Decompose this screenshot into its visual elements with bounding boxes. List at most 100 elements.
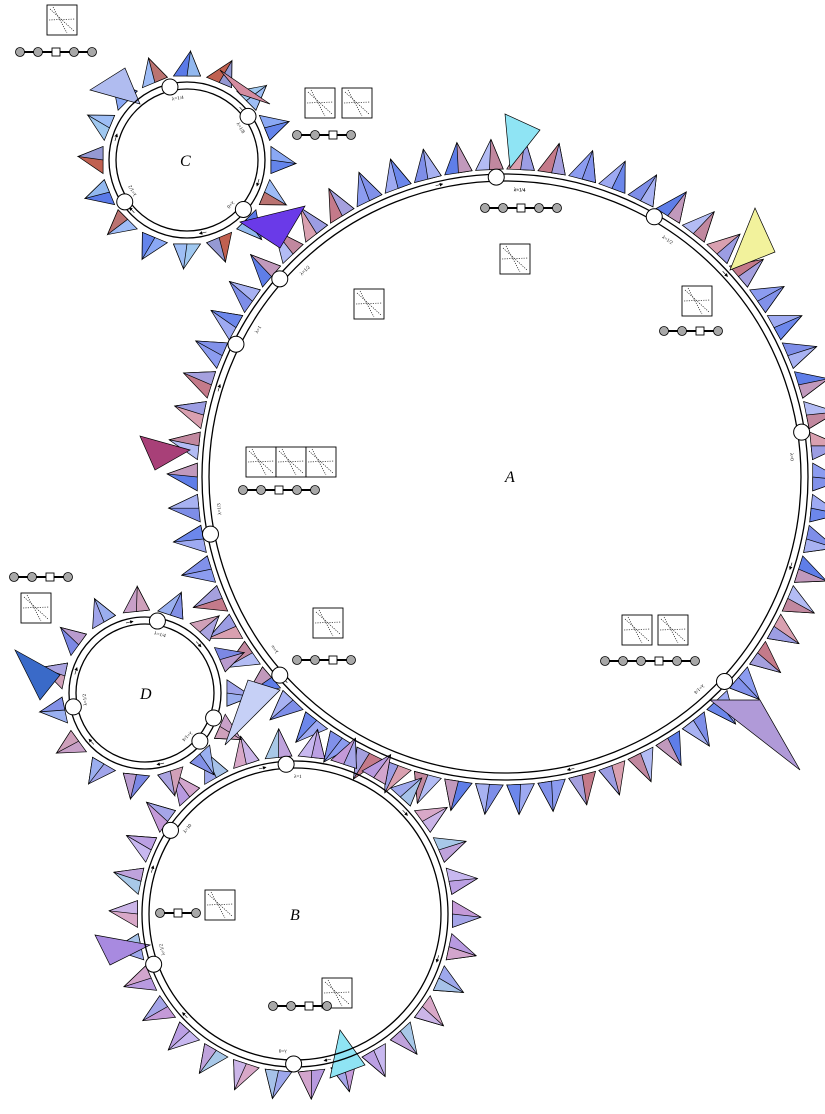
- ring-node: [64, 698, 82, 716]
- triangle-shade: [452, 913, 482, 928]
- triangle-shade: [716, 233, 741, 265]
- triangle-shade: [475, 783, 490, 815]
- inset-dotted-lines: [206, 891, 234, 919]
- large-polytope: [89, 67, 141, 105]
- cycle-label-C: C: [180, 153, 191, 170]
- triangle-shade: [183, 371, 217, 386]
- direction-arrow: [217, 383, 221, 392]
- chain-box: [51, 47, 61, 57]
- direction-arrow: [150, 865, 155, 873]
- triangle-shade: [328, 188, 355, 217]
- chain-box: [173, 908, 183, 918]
- direction-arrow: [74, 666, 78, 675]
- inset-dotted-lines: [22, 594, 50, 622]
- chain-ball: [256, 485, 266, 495]
- inset-dotted-lines: [306, 89, 334, 117]
- direction-arrow: [114, 133, 118, 141]
- triangle-shade: [311, 729, 326, 760]
- triangle-shade: [581, 150, 596, 184]
- triangle-shade: [448, 878, 478, 895]
- chain-ball: [63, 572, 73, 582]
- triangle-shade: [141, 231, 156, 261]
- lambda-label: λ=∞: [271, 643, 281, 653]
- large-polytope: [224, 679, 281, 746]
- inset-square: [621, 614, 653, 646]
- triangle-shade: [205, 237, 227, 264]
- inset-dotted-lines: [659, 616, 687, 644]
- chain-box: [274, 485, 284, 495]
- triangle-shade: [489, 139, 504, 171]
- chain-ball: [292, 485, 302, 495]
- lambda-label: λ=1/2: [661, 235, 674, 246]
- triangle-shade: [147, 56, 169, 83]
- inset-square: [275, 446, 307, 478]
- chain-ball: [713, 326, 723, 336]
- chain-box: [654, 656, 664, 666]
- large-polytope: [729, 207, 776, 271]
- triangle-shade: [146, 801, 177, 822]
- ring-inner-C: [115, 88, 259, 232]
- inset-square: [204, 889, 236, 921]
- triangle-shade: [598, 765, 620, 796]
- direction-arrow: [722, 271, 728, 277]
- direction-arrow: [256, 179, 260, 187]
- triangle-shade: [445, 946, 477, 961]
- ring-node: [285, 1055, 303, 1073]
- triangle-shade: [537, 780, 554, 812]
- ring-node: [271, 666, 289, 684]
- inset-dotted-lines: [247, 448, 275, 476]
- triangle-shade: [269, 689, 294, 721]
- lambda-label: λ=0: [788, 453, 794, 462]
- direction-arrow: [323, 1058, 332, 1062]
- triangle-shade: [506, 783, 521, 815]
- triangle-shade: [803, 538, 825, 553]
- triangle-shade: [551, 143, 566, 176]
- lambda-label: λ=1/4: [514, 188, 526, 194]
- ring-node: [716, 672, 734, 690]
- triangle-shade: [757, 286, 785, 314]
- ring-node: [201, 525, 219, 543]
- triangle-shade: [421, 806, 448, 833]
- triangle-shade: [805, 412, 825, 430]
- inset-dotted-lines: [48, 6, 76, 34]
- chain-ball: [69, 47, 79, 57]
- ring-node: [145, 955, 163, 973]
- chain-ball: [600, 656, 610, 666]
- triangle-shade: [766, 625, 800, 645]
- inset-dotted-lines: [277, 448, 305, 476]
- cycle-label-A: A: [504, 469, 515, 486]
- direction-arrow: [789, 562, 793, 571]
- chain-ball: [310, 130, 320, 140]
- direction-arrow: [156, 762, 165, 766]
- chain-ball: [636, 656, 646, 666]
- triangle-shade: [174, 401, 207, 416]
- lambda-label: λ=1/2: [83, 693, 89, 706]
- large-polytope: [239, 205, 306, 249]
- triangle-shade: [88, 756, 105, 786]
- triangle-shade: [749, 652, 781, 673]
- direction-arrow: [195, 641, 202, 648]
- triangle-shade: [798, 379, 825, 399]
- triangle-shade: [210, 309, 244, 329]
- lambda-label: λ=1/4: [154, 631, 167, 639]
- ring-node: [645, 208, 663, 226]
- chain-ball: [672, 656, 682, 666]
- ring-node: [239, 107, 257, 125]
- triangle-shade: [692, 211, 715, 243]
- triangle-shade: [781, 597, 815, 614]
- chain-ball: [310, 655, 320, 665]
- triangle-shade: [681, 719, 710, 747]
- ring-outer-C: [108, 81, 266, 239]
- triangle-shade: [264, 1068, 279, 1099]
- large-polytope: [14, 649, 61, 701]
- lambda-label: λ=1: [255, 325, 264, 335]
- triangle-shade: [793, 568, 825, 583]
- chain-ball: [27, 572, 37, 582]
- triangle-shade: [270, 159, 298, 175]
- inset-dotted-lines: [307, 448, 335, 476]
- large-polytope: [94, 934, 152, 966]
- chain-ball: [322, 1001, 332, 1011]
- chain-box: [45, 572, 55, 582]
- lambda-label: λ=1/2: [159, 943, 167, 956]
- ring-inner-D: [75, 623, 215, 763]
